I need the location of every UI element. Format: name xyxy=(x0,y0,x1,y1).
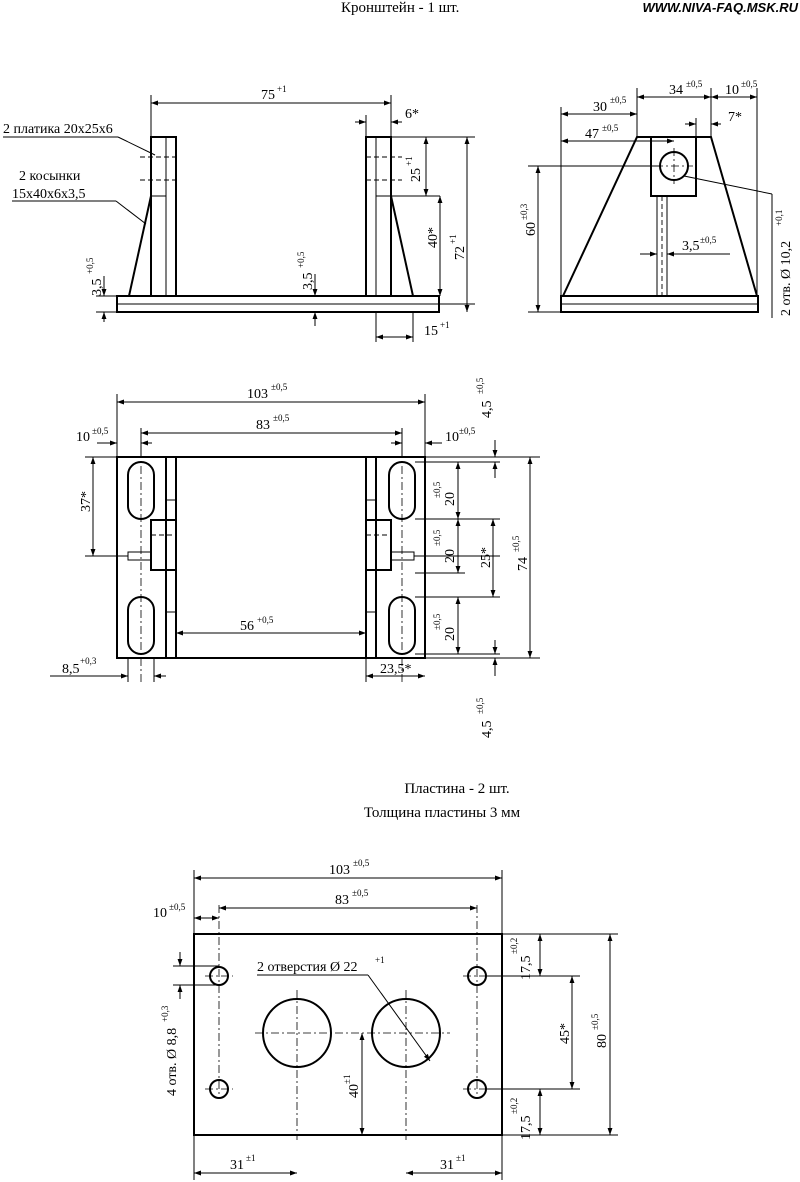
dim-25-top: 25* xyxy=(479,547,494,568)
dim-103-plate-tol: ±0,5 xyxy=(353,858,370,868)
dim-6: 6* xyxy=(405,107,419,122)
dim-20-a-tol: ±0,5 xyxy=(432,481,442,498)
dim-175-bottom: 17,5 xyxy=(519,1116,534,1141)
dim-45-bottom-tol: ±0,5 xyxy=(475,697,485,714)
dim-103-top-tol: ±0,5 xyxy=(271,382,288,392)
dim-80-plate-tol: ±0,5 xyxy=(590,1013,600,1030)
dim-85: 8,5 xyxy=(62,662,80,677)
dim-45-plate: 45* xyxy=(558,1023,573,1044)
dim-20-c-tol: ±0,5 xyxy=(432,613,442,630)
big-holes-note-tol: +1 xyxy=(375,955,385,965)
big-holes-note: 2 отверстия Ø 22 xyxy=(257,960,358,975)
dim-40-plate-tol: ±1 xyxy=(342,1075,352,1084)
dim-34-tol: ±0,5 xyxy=(686,79,703,89)
dim-10-right-tol: ±0,5 xyxy=(459,426,476,436)
dim-31-left-tol: ±1 xyxy=(246,1153,255,1163)
dim-35-side: 3,5 xyxy=(682,239,700,254)
dim-35-mid-tol: +0,5 xyxy=(296,251,306,268)
pad-right xyxy=(365,519,392,571)
hole-note-tol: +0,1 xyxy=(774,210,784,226)
dim-60: 60 xyxy=(524,222,539,236)
dim-45-bottom: 4,5 xyxy=(480,721,495,739)
dim-31-right-tol: ±1 xyxy=(456,1153,465,1163)
dim-103-top: 103 xyxy=(247,387,268,402)
dim-83-plate-tol: ±0,5 xyxy=(352,888,369,898)
dim-80-plate: 80 xyxy=(595,1034,610,1048)
right-wall xyxy=(365,136,392,297)
dim-35-left: 3,5 xyxy=(90,279,105,297)
dim-72: 72 xyxy=(453,246,468,260)
dim-31-right: 31 xyxy=(440,1158,454,1173)
dim-47: 47 xyxy=(585,127,599,142)
dim-37: 37* xyxy=(79,491,94,512)
dim-103-plate: 103 xyxy=(329,863,350,878)
dim-235: 23,5* xyxy=(380,662,412,677)
dim-34: 34 xyxy=(669,83,683,98)
dim-30: 30 xyxy=(593,100,607,115)
dim-74-tol: ±0,5 xyxy=(511,535,521,552)
dim-7: 7* xyxy=(728,110,742,125)
dim-10-left-tol: ±0,5 xyxy=(92,426,109,436)
site-url: WWW.NIVA-FAQ.MSK.RU xyxy=(642,0,799,15)
dim-175-top-tol: ±0,2 xyxy=(509,938,519,954)
top-view: 103 ±0,5 83 ±0,5 10 ±0,5 10 ±0,5 4,5 ±0,… xyxy=(50,377,540,738)
plate-view: 103 ±0,5 83 ±0,5 10 ±0,5 2 отверстия Ø 2… xyxy=(153,858,618,1180)
dim-40-plate: 40 xyxy=(347,1084,362,1098)
dim-75-tol: +1 xyxy=(277,84,287,94)
dim-31-left: 31 xyxy=(230,1158,244,1173)
dim-35-left-tol: +0,5 xyxy=(85,257,95,274)
dim-56: 56 xyxy=(240,619,254,634)
dim-74: 74 xyxy=(516,557,531,571)
dim-20-b: 20 xyxy=(443,549,458,563)
dim-75: 75 xyxy=(261,88,275,103)
plate-outline xyxy=(193,933,503,1136)
left-gusset xyxy=(128,195,152,297)
dim-83-top: 83 xyxy=(256,418,270,433)
drawing-title: Кронштейн - 1 шт. xyxy=(341,0,460,16)
dim-85-tol: +0,3 xyxy=(80,656,97,666)
dim-35-mid: 3,5 xyxy=(301,273,316,291)
dim-175-top: 17,5 xyxy=(519,956,534,981)
dim-25: 25 xyxy=(409,168,424,182)
callout-plates: 2 платика 20х25х6 xyxy=(3,122,113,137)
dim-175-bottom-tol: ±0,2 xyxy=(509,1098,519,1114)
dim-60-tol: ±0,3 xyxy=(519,203,529,220)
dim-10-right: 10 xyxy=(445,430,459,445)
small-holes-note: 4 отв. Ø 8,8 xyxy=(165,1028,180,1096)
dim-10-plate-tol: ±0,5 xyxy=(169,902,186,912)
callout-gusset-line2: 15х40х6х3,5 xyxy=(12,187,86,202)
side-view: 30 ±0,5 34 ±0,5 10 ±0,5 7* 47 ±0,5 60 ±0… xyxy=(519,79,794,318)
dim-25-tol: +1 xyxy=(404,156,414,166)
dim-20-c: 20 xyxy=(443,627,458,641)
dim-10: 10 xyxy=(725,83,739,98)
dim-40: 40* xyxy=(426,227,441,248)
dim-56-tol: +0,5 xyxy=(257,615,274,625)
left-wall xyxy=(150,136,177,297)
pad-left xyxy=(150,519,177,571)
dim-15: 15 xyxy=(424,324,438,339)
plate-caption-thickness: Толщина пластины 3 мм xyxy=(363,805,521,821)
right-gusset xyxy=(390,195,414,297)
dim-10-tol: ±0,5 xyxy=(741,79,758,89)
dim-10-left: 10 xyxy=(76,430,90,445)
top-outline xyxy=(116,456,426,659)
dim-45-top: 4,5 xyxy=(480,401,495,419)
dim-47-tol: ±0,5 xyxy=(602,123,619,133)
dim-30-tol: ±0,5 xyxy=(610,95,627,105)
dim-20-b-tol: ±0,5 xyxy=(432,529,442,546)
dim-45-top-tol: ±0,5 xyxy=(475,377,485,394)
dim-20-a: 20 xyxy=(443,492,458,506)
plate-caption-title: Пластина - 2 шт. xyxy=(404,781,510,797)
dim-35-side-tol: ±0,5 xyxy=(700,235,717,245)
front-view: 75 +1 6* 25 +1 40* 72 +1 15 +1 3,5 +0,5 xyxy=(3,84,475,342)
dim-10-plate: 10 xyxy=(153,906,167,921)
dim-15-tol: +1 xyxy=(440,320,450,330)
small-holes-note-tol: +0,3 xyxy=(160,1005,170,1022)
dim-72-tol: +1 xyxy=(448,234,458,244)
dim-83-top-tol: ±0,5 xyxy=(273,413,290,423)
dim-83-plate: 83 xyxy=(335,893,349,908)
callout-gusset-line1: 2 косынки xyxy=(19,169,81,184)
hole-note: 2 отв. Ø 10,2 xyxy=(779,241,794,316)
